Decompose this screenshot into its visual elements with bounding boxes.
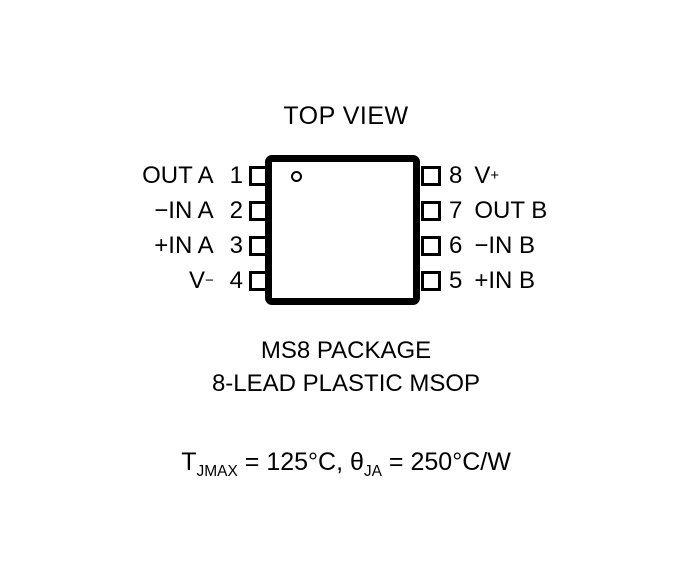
pin-label-row-3: +IN A 3 bbox=[0, 232, 243, 259]
package-body-outline bbox=[265, 155, 420, 305]
tjmax-equals: = bbox=[237, 448, 267, 476]
pin-label-row-7: 7 OUT B bbox=[449, 197, 692, 224]
pin-pad-8 bbox=[421, 166, 441, 186]
pin-number-4: 4 bbox=[229, 267, 243, 294]
pin-name-5: +IN B bbox=[474, 267, 536, 294]
pin-number-6: 6 bbox=[449, 232, 463, 259]
theta-ja-equals: = bbox=[381, 448, 411, 476]
pin-number-7: 7 bbox=[449, 197, 463, 224]
theta-ja-symbol: θ bbox=[349, 448, 364, 476]
theta-ja-value: 250°C/W bbox=[410, 448, 511, 476]
thermal-specification: TJMAX = 125°C, θJA = 250°C/W bbox=[0, 448, 692, 480]
pin-label-row-4: V− 4 bbox=[188, 267, 243, 294]
package-caption-line-2: 8-LEAD PLASTIC MSOP bbox=[211, 370, 481, 397]
pin-pad-6 bbox=[421, 236, 441, 256]
pin-label-row-1: OUT A 1 bbox=[0, 162, 243, 189]
pin-number-8: 8 bbox=[449, 162, 463, 189]
pin-number-5: 5 bbox=[449, 267, 463, 294]
pin-name-1: OUT A bbox=[142, 162, 214, 189]
pin-1-indicator-dot bbox=[291, 171, 302, 182]
pin-number-2: 2 bbox=[229, 197, 243, 224]
tjmax-subscript: JMAX bbox=[196, 463, 238, 480]
package-caption-line-1: MS8 PACKAGE bbox=[260, 337, 432, 364]
theta-ja-subscript: JA bbox=[363, 463, 382, 480]
pin-label-row-6: 6 −IN B bbox=[449, 232, 692, 259]
pin-name-6: −IN B bbox=[474, 232, 536, 259]
tjmax-symbol: T bbox=[181, 448, 197, 476]
pin-label-row-5: 5 +IN B bbox=[449, 267, 692, 294]
pin-name-3: +IN A bbox=[154, 232, 214, 259]
tjmax-value: 125°C, bbox=[266, 448, 344, 476]
pin-name-4: V bbox=[188, 267, 205, 294]
pin-label-row-8: 8 V+ bbox=[449, 162, 500, 189]
pin-pad-7 bbox=[421, 201, 441, 221]
pin-name-7: OUT B bbox=[474, 197, 548, 224]
pin-pad-5 bbox=[421, 271, 441, 291]
pin-number-1: 1 bbox=[229, 162, 243, 189]
diagram-title: TOP VIEW bbox=[283, 102, 409, 130]
pin-number-3: 3 bbox=[229, 232, 243, 259]
pin-name-8: V bbox=[474, 162, 491, 189]
pin-label-row-2: −IN A 2 bbox=[0, 197, 243, 224]
pin-name-2: −IN A bbox=[154, 197, 214, 224]
